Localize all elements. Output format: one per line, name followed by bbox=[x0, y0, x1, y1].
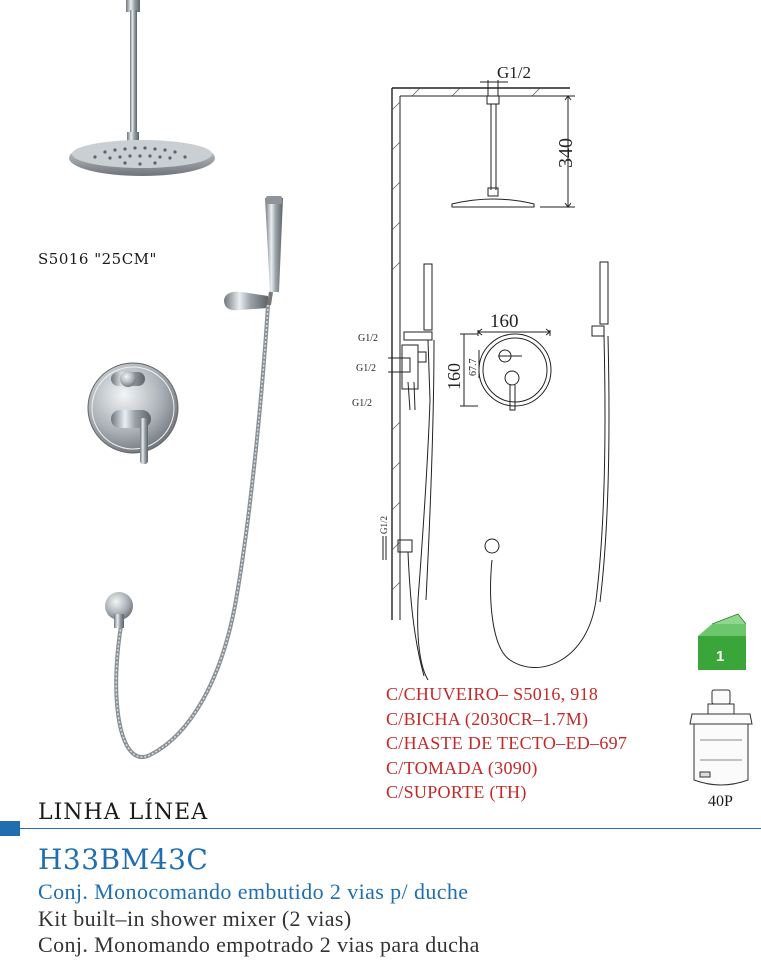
description-es: Conj. Monomando empotrado 2 vias para du… bbox=[38, 932, 480, 957]
mixer-photo bbox=[87, 362, 179, 464]
cartridge-icon bbox=[689, 689, 753, 786]
hand-shower-photo bbox=[114, 196, 283, 759]
dim-small: 67.7 bbox=[468, 359, 479, 377]
dim-thread-1: G1/2 bbox=[358, 333, 378, 344]
box-badge: 1 bbox=[716, 648, 724, 665]
cartridge-label: 40P bbox=[708, 793, 733, 810]
box-icon: 1 bbox=[698, 613, 747, 670]
dim-thread-3: G1/2 bbox=[352, 398, 372, 409]
section-marker bbox=[0, 821, 20, 836]
dim-height-plate: 160 bbox=[444, 363, 464, 390]
section-divider bbox=[20, 828, 761, 829]
series-title: LINHA LÍNEA bbox=[38, 800, 209, 825]
shower-head-photo bbox=[69, 0, 215, 176]
product-code: H33BM43C bbox=[38, 843, 209, 876]
dim-height: 340 bbox=[555, 138, 577, 168]
dim-width: 160 bbox=[490, 311, 519, 332]
spec-list: C/CHUVEIRO– S5016, 918 C/BICHA (2030CR–1… bbox=[386, 682, 627, 805]
spec-item: C/BICHA (2030CR–1.7M) bbox=[386, 708, 589, 729]
spec-item: C/SUPORTE (TH) bbox=[386, 782, 527, 802]
dim-thread-top: G1/2 bbox=[497, 63, 531, 82]
spec-item: C/TOMADA (3090) bbox=[386, 757, 538, 778]
wall-outlet-photo bbox=[105, 592, 133, 628]
description-en: Kit built–in shower mixer (2 vias) bbox=[38, 906, 352, 931]
spec-item: C/CHUVEIRO– S5016, 918 bbox=[386, 684, 599, 704]
shower-model-label: S5016 "25CM" bbox=[38, 250, 157, 268]
dim-thread-low: G1/2 bbox=[379, 516, 389, 534]
description-pt: Conj. Monocomando embutido 2 vias p/ duc… bbox=[38, 879, 469, 904]
dim-thread-2: G1/2 bbox=[356, 363, 376, 374]
spec-item: C/HASTE DE TECTO–ED–697 bbox=[386, 733, 628, 753]
